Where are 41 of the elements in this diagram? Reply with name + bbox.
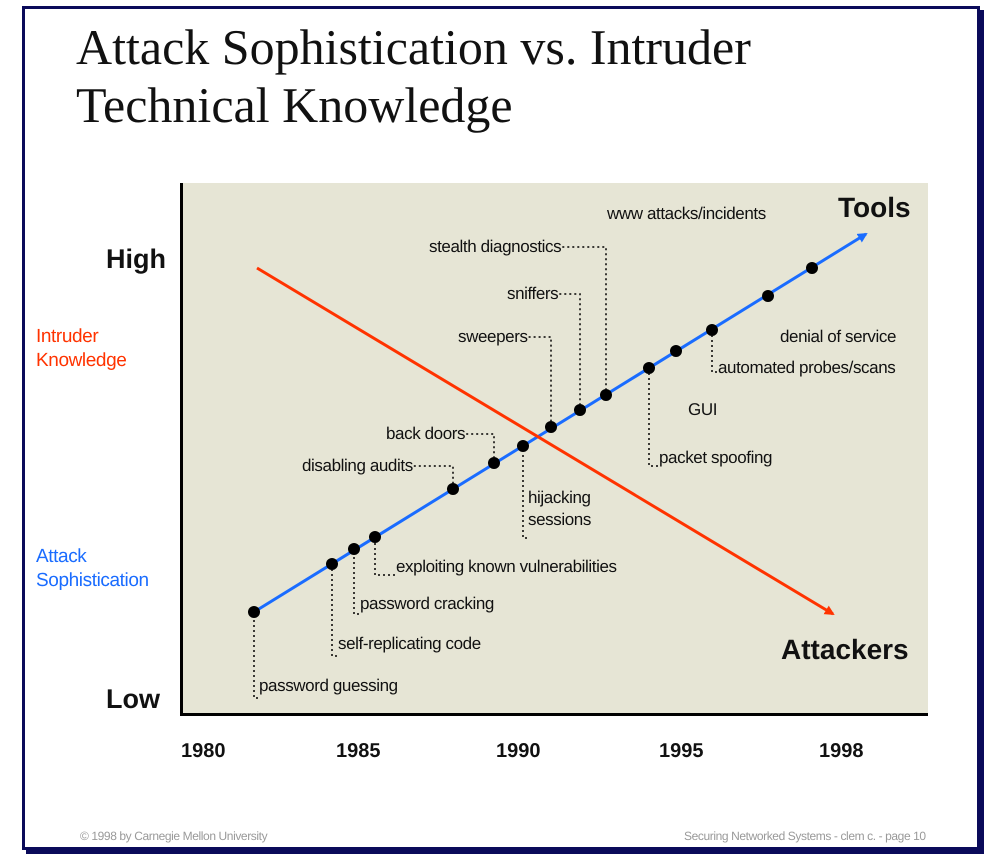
copyright-note: © 1998 by Carnegie Mellon University (80, 829, 268, 844)
leader-line (522, 452, 527, 539)
tick-label: 1980 (181, 739, 226, 764)
annotation-label: stealth diagnostics (429, 236, 562, 258)
axis-title: Attack Sophistication (36, 545, 150, 593)
annotation-label: password guessing (259, 675, 398, 697)
tick-label: 1990 (496, 739, 540, 764)
annotation-label: exploiting known vulnerabilities (396, 556, 617, 578)
leader-line (711, 336, 717, 373)
annotation-label: self-replicating code (338, 633, 481, 655)
annotation-label: disabling audits (302, 455, 413, 477)
leader-line (559, 293, 581, 404)
leader-line (562, 246, 607, 389)
tick-label: 1995 (659, 739, 704, 764)
leader-line (253, 618, 258, 699)
annotation-label: GUI (688, 399, 718, 420)
axis-title: Intruder Knowledge (36, 325, 128, 373)
annotation-label: packet spoofing (659, 447, 772, 469)
leader-line (374, 543, 395, 576)
leader-line (414, 465, 454, 483)
annotation-label: automated probes/scans (718, 357, 896, 379)
axis-label: Low (106, 683, 160, 716)
annotation-label: denial of service (780, 326, 896, 347)
series-label: Tools (838, 191, 911, 225)
annotation-label: hijacking sessions (528, 487, 618, 531)
axis-label: High (106, 243, 166, 276)
leader-line (648, 374, 658, 467)
annotation-label: sweepers (458, 326, 528, 348)
annotation-label: back doors (386, 423, 466, 445)
leader-line (331, 570, 337, 657)
annotation-label: sniffers (507, 283, 558, 305)
annotation-label: www attacks/incidents (607, 203, 766, 224)
tick-label: 1985 (336, 739, 380, 764)
series-label: Attackers (781, 633, 909, 667)
tick-label: 1998 (819, 739, 864, 764)
footer-text: Securing Networked Systems - clem c. - page 10 (684, 829, 926, 844)
annotation-label: password cracking (360, 593, 494, 615)
leader-line (528, 336, 552, 421)
leader-line (466, 433, 495, 457)
leader-line (353, 555, 359, 615)
slide-title: Attack Sophistication vs. Intruder Technical Knowledge (76, 18, 752, 134)
